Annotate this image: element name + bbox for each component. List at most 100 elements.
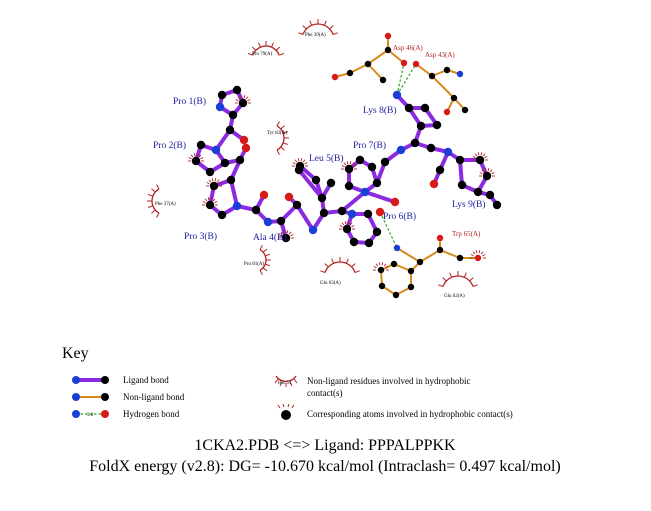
carbon-atom — [457, 180, 467, 190]
hydrophobic-atom-mark — [202, 197, 218, 206]
carbon-atom — [355, 155, 365, 165]
oxygen-atom — [259, 190, 269, 200]
carbon-atom — [407, 283, 415, 291]
oxygen-atom — [412, 60, 420, 68]
carbon-atom — [377, 266, 385, 274]
carbon-atom — [346, 69, 354, 77]
carbon-atom — [416, 121, 426, 131]
hydrophobic-atom-mark — [470, 250, 486, 259]
carbon-atom — [232, 85, 242, 95]
nonligand-bond — [349, 63, 369, 74]
carbon-atom — [492, 200, 502, 210]
legend: Key Ligand bond Non-ligand bond 3.0 Hydr… — [62, 345, 513, 420]
nonligand-bond — [439, 249, 461, 259]
hydrophobic-atom-mark — [278, 230, 294, 239]
carbon-atom — [238, 98, 248, 108]
hydrogen-bond — [396, 63, 417, 96]
oxygen-atom — [400, 59, 408, 67]
carbon-atom — [196, 140, 206, 150]
legend-nonligand-residues-label-1: Non-ligand residues involved in hydropho… — [307, 376, 470, 386]
residue-label-leu5: Leu 5(B) — [309, 153, 344, 164]
footer-line-2: FoldX energy (v2.8): DG= -10.670 kcal/mo… — [89, 458, 560, 475]
glu63-contact-arc — [320, 257, 360, 273]
nitrogen-atom — [456, 70, 464, 78]
oxygen-atom — [241, 143, 251, 153]
legend-corresponding-atoms-label: Corresponding atoms involved in hydropho… — [307, 409, 513, 419]
residue-label-pro6: Pro 6(B) — [383, 211, 416, 222]
carbon-atom — [349, 237, 359, 247]
hydrophobic-atom-mark — [472, 152, 488, 161]
carbon-atom — [220, 158, 230, 168]
nitrogen-atom — [360, 187, 370, 197]
carbon-atom — [326, 178, 336, 188]
nonligand-bond — [431, 75, 455, 99]
oxygen-atom — [474, 254, 482, 262]
carbon-atom — [432, 120, 442, 130]
carbon-atom — [217, 90, 227, 100]
ligand-bond — [297, 168, 324, 200]
nitrogen-atom — [347, 209, 357, 219]
legend-ligand-bond-label: Ligand bond — [123, 375, 169, 385]
carbon-atom — [435, 165, 445, 175]
carbon-atom — [392, 291, 400, 299]
carbon-atom — [319, 208, 329, 218]
carbon-atom — [416, 258, 424, 266]
legend-hydrogen-bond-label: Hydrogen bond — [123, 409, 180, 419]
residue-label-tyr82: Tyr 82(A) — [267, 131, 287, 136]
carbon-atom — [426, 143, 436, 153]
legend-nonligand-residue: His 53 Non-ligand residues involved in h… — [274, 375, 470, 398]
legend-nonligand-bond: Non-ligand bond — [72, 392, 185, 402]
residue-label-lys9: Lys 9(B) — [452, 199, 486, 210]
hydrophobic-atom-mark — [292, 158, 308, 167]
nitrogen-atom — [308, 225, 318, 235]
carbon-atom — [317, 193, 327, 203]
nonligand-bond — [419, 249, 441, 263]
carbon-atom — [225, 125, 235, 135]
nonligand-bond — [415, 63, 433, 77]
carbon-atom — [410, 138, 420, 148]
residue-label-ala4: Ala 4(B) — [253, 232, 287, 243]
carbon-atom — [473, 187, 483, 197]
carbon-atom — [475, 155, 485, 165]
nitrogen-atom — [392, 90, 402, 100]
legend-nonligand-residues-label-2: contact(s) — [307, 388, 342, 398]
oxygen-atom — [239, 135, 249, 145]
carbon-atom — [372, 178, 382, 188]
legend-hydrogen-bond: 3.0 Hydrogen bond — [72, 409, 180, 419]
carbon-atom — [251, 205, 261, 215]
nitrogen-atom — [232, 201, 242, 211]
hydrogen-bond — [379, 211, 398, 249]
legend-corresponding-atoms: Corresponding atoms involved in hydropho… — [277, 403, 513, 420]
carbon-atom — [281, 233, 291, 243]
carbon-atom — [390, 260, 398, 268]
residue-label-trp65: Trp 65(A) — [452, 230, 481, 238]
tyr82-contact-arc — [276, 121, 289, 155]
oxygen-atom — [429, 179, 439, 189]
carbon-atom — [292, 200, 302, 210]
carbon-atom — [485, 190, 495, 200]
ligand-bond — [363, 190, 397, 204]
hydrophobic-atom-mark — [479, 168, 495, 177]
nonligand-bond — [367, 63, 384, 81]
residue-label-lys8: Lys 8(B) — [363, 105, 397, 116]
ligand-bond — [340, 190, 367, 213]
carbon-atom — [443, 66, 451, 74]
carbon-atom — [337, 206, 347, 216]
carbon-atom — [363, 209, 373, 219]
oxygen-atom — [331, 73, 339, 81]
carbon-atom — [364, 238, 374, 248]
carbon-atom — [380, 157, 390, 167]
carbon-atom — [344, 164, 354, 174]
hydrophobic-atom-mark — [373, 262, 389, 271]
hydrophobic-arc-layer — [147, 19, 495, 287]
oxygen-atom — [390, 197, 400, 207]
nonligand-bond — [367, 49, 389, 65]
pro79-contact-arc — [247, 41, 285, 56]
residue-label-pro3: Pro 3(B) — [184, 231, 217, 242]
carbon-atom — [294, 165, 304, 175]
carbon-atom — [205, 200, 215, 210]
residue-label-pro1: Pro 1(B) — [173, 96, 206, 107]
hydrophobic-atom-mark — [188, 153, 204, 162]
ligand-bond — [295, 203, 315, 232]
carbon-atom — [456, 254, 464, 262]
